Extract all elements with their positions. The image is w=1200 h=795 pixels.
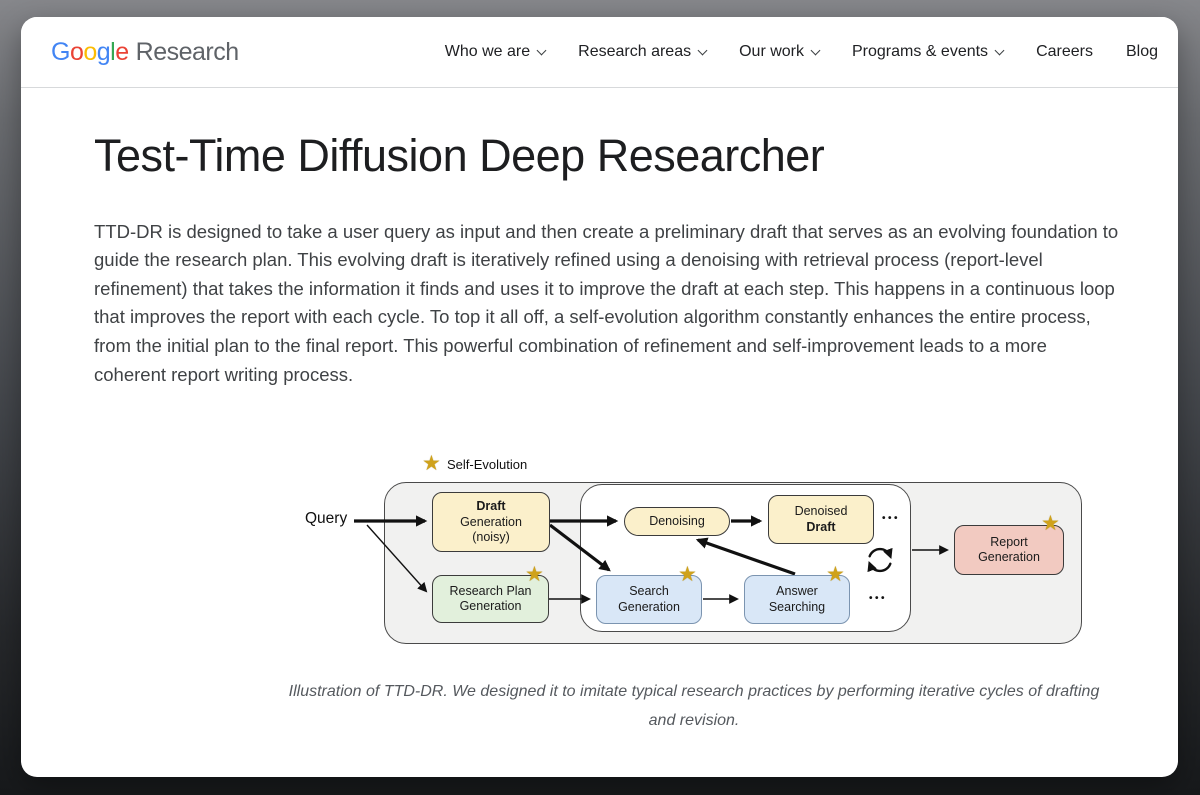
diagram-legend-label: Self-Evolution — [447, 457, 528, 473]
chevron-down-icon — [810, 45, 821, 55]
node-report-generation: Report Generation — [954, 525, 1064, 576]
logo-letter: l — [110, 37, 116, 66]
article-content: Test-Time Diffusion Deep Researcher TTD-… — [21, 88, 1178, 736]
cycle-refresh-icon — [867, 548, 893, 573]
node-label: Generation — [618, 599, 680, 614]
logo-letter: g — [96, 37, 111, 66]
node-label: Search — [629, 584, 669, 599]
chevron-down-icon — [994, 45, 1005, 55]
ellipsis: ••• — [882, 513, 901, 525]
self-evolution-star-icon: ★ — [826, 563, 845, 587]
node-label: Draft — [806, 519, 836, 534]
node-research-plan-generation: Research Plan Generation — [432, 575, 549, 624]
chevron-down-icon — [536, 45, 547, 55]
figure-caption: Illustration of TTD-DR. We designed it t… — [288, 683, 1100, 730]
node-search-generation: Search Generation — [596, 575, 702, 625]
node-draft-generation: Draft Generation (noisy) — [432, 492, 550, 553]
diagram-arrows — [354, 515, 949, 605]
nav-careers[interactable]: Careers — [1036, 43, 1093, 60]
self-evolution-star-icon: ★ — [678, 563, 697, 587]
chevron-down-icon — [697, 45, 708, 55]
main-nav: Who we are Research areas Our work Progr… — [445, 43, 1158, 61]
page-title: Test-Time Diffusion Deep Researcher — [94, 130, 825, 181]
node-label: Answer — [776, 584, 818, 599]
node-label: Research Plan — [449, 583, 532, 598]
node-label: Report — [990, 534, 1028, 549]
self-evolution-star-icon: ★ — [422, 452, 441, 476]
node-answer-searching: Answer Searching — [744, 575, 850, 625]
node-label: Denoising — [649, 514, 705, 529]
query-label: Query — [305, 510, 348, 528]
node-label: Searching — [768, 599, 826, 614]
nav-programs-events[interactable]: Programs & events — [852, 43, 1005, 61]
self-evolution-star-icon: ★ — [525, 563, 544, 587]
node-denoising: Denoising — [624, 507, 730, 537]
node-label: Draft — [476, 499, 506, 514]
logo-letter: G — [51, 37, 70, 66]
ellipsis: ••• — [869, 593, 888, 605]
nav-research-areas[interactable]: Research areas — [578, 43, 708, 61]
logo-letter: o — [69, 37, 84, 66]
node-label: Denoised — [794, 504, 848, 519]
intro-paragraph: TTD-DR is designed to take a user query … — [94, 220, 1119, 385]
node-denoised-draft: Denoised Draft — [768, 495, 874, 545]
nav-our-work[interactable]: Our work — [739, 43, 821, 61]
self-evolution-star-icon: ★ — [1041, 512, 1060, 536]
nav-who-we-are[interactable]: Who we are — [445, 43, 547, 61]
ttd-dr-figure: ★ Self-Evolution Query — [94, 447, 1123, 736]
node-label: (noisy) — [472, 529, 510, 544]
node-label: Generation — [459, 599, 522, 614]
nav-blog[interactable]: Blog — [1125, 43, 1158, 60]
ttd-dr-diagram: ★ Self-Evolution Query — [297, 447, 1087, 652]
logo-letter: o — [83, 37, 97, 66]
logo-letter: e — [115, 37, 129, 66]
node-label: Generation — [460, 514, 522, 529]
node-label: Generation — [978, 550, 1040, 565]
logo-research-text: Research — [135, 37, 240, 66]
